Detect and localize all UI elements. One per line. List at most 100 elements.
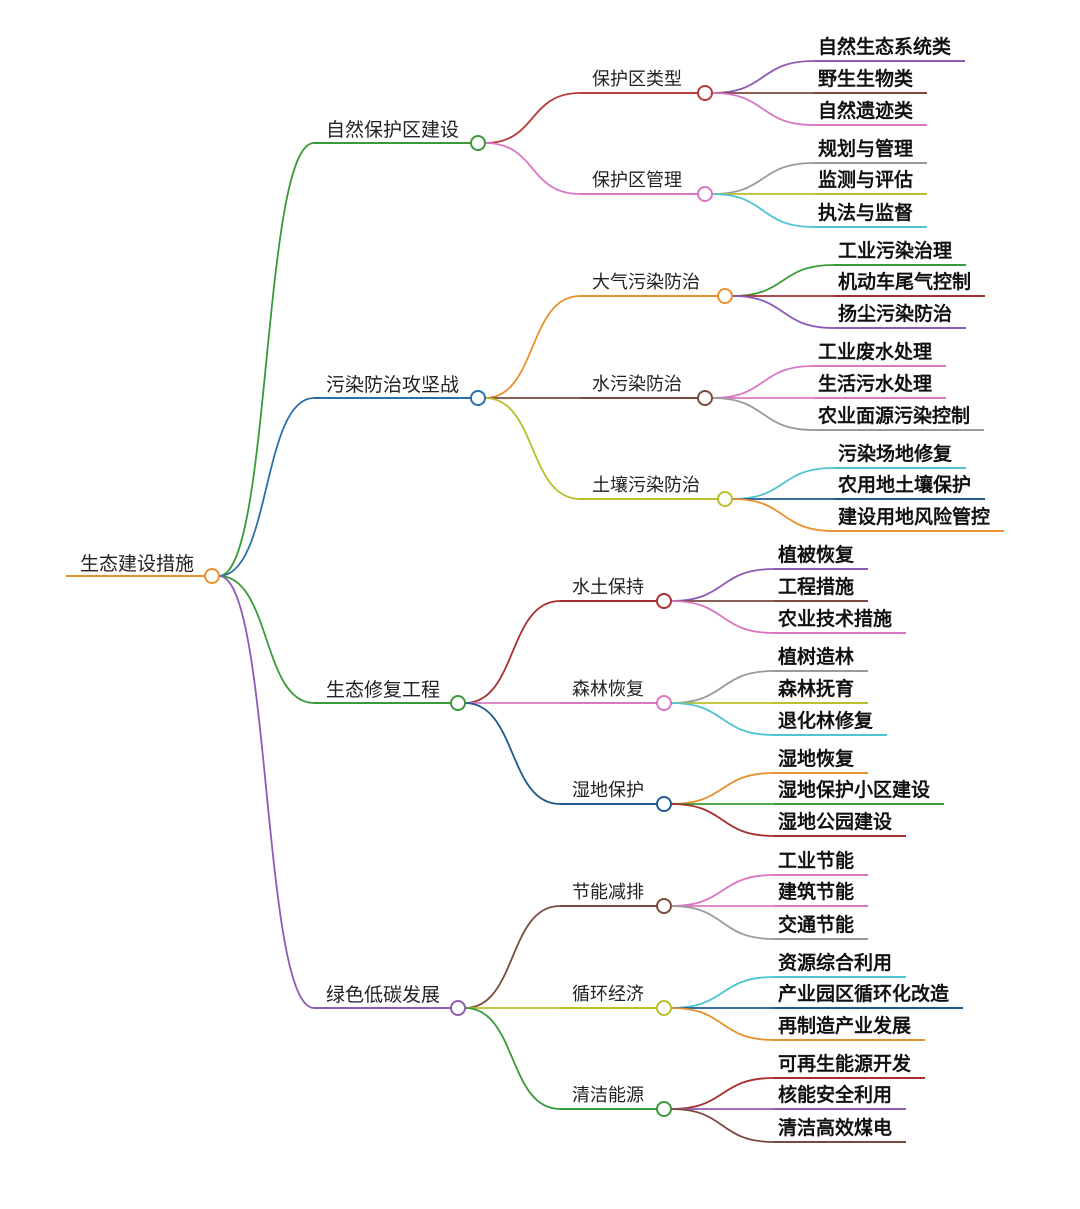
root-node-label: 生态建设措施 [80,553,194,575]
topic-node-label: 节能减排 [572,882,644,903]
edges-layer [66,60,1005,1143]
edge-topic-to-leaf [670,568,775,602]
leaf-node-label: 野生生物类 [818,67,913,90]
topic-node-label: 大气污染防治 [592,272,700,293]
leaf-node-label: 工程措施 [778,575,854,598]
edge-topic-to-leaf [670,600,775,634]
topic-node-toggle[interactable] [697,85,713,101]
branch-node-toggle[interactable] [450,1000,466,1016]
edge-topic-to-leaf [711,397,815,431]
branch-node-label: 污染防治攻坚战 [326,374,459,396]
leaf-node-label: 交通节能 [778,913,854,936]
leaf-node-label: 建设用地风险管控 [838,505,990,528]
topic-node-label: 水污染防治 [592,374,682,395]
leaf-node-label: 生活污水处理 [818,372,932,395]
edge-branch-to-topic [484,295,581,399]
edge-topic-to-leaf [731,498,835,532]
leaf-node-label: 森林抚育 [778,677,854,700]
topic-node-toggle[interactable] [656,796,672,812]
edge-branch-to-topic [484,92,581,144]
topic-node-label: 土壤污染防治 [592,475,700,496]
edge-topic-to-leaf [670,976,775,1009]
nodes-layer: 生态建设措施 自然保护区建设 保护区类型 自然生态系统类野生生物类自然遗迹类保护区管理… [80,35,990,1139]
leaf-node-label: 清洁高效煤电 [778,1116,892,1139]
leaf-node-label: 植被恢复 [778,543,855,566]
edge-topic-to-leaf [711,193,815,228]
edge-root-to-branch [218,575,315,1009]
edge-branch-to-topic [484,142,581,195]
leaf-node-label: 工业节能 [778,849,854,872]
topic-node-label: 森林恢复 [572,679,644,700]
edge-topic-to-leaf [670,670,775,704]
edge-topic-to-leaf [670,803,775,837]
leaf-node-label: 自然遗迹类 [818,99,913,122]
branch-node-label: 绿色低碳发展 [326,984,440,1006]
leaf-node-label: 植树造林 [778,645,854,668]
leaf-node-label: 扬尘污染防治 [838,302,952,325]
topic-node-toggle[interactable] [717,491,733,507]
edge-topic-to-leaf [711,365,815,399]
topic-node-toggle[interactable] [656,695,672,711]
edge-topic-to-leaf [731,467,835,500]
topic-node-label: 清洁能源 [572,1085,644,1106]
topic-node-label: 循环经济 [572,984,644,1005]
leaf-node-label: 再制造产业发展 [778,1014,911,1037]
edge-topic-to-leaf [670,1007,775,1041]
leaf-node-label: 规划与管理 [818,137,913,160]
edge-topic-to-leaf [670,1077,775,1110]
branch-node-toggle[interactable] [450,695,466,711]
root-node-toggle[interactable] [204,568,220,584]
leaf-node-label: 执法与监督 [818,201,913,224]
edge-topic-to-leaf [670,1108,775,1143]
leaf-node-label: 监测与评估 [818,168,913,191]
edge-root-to-branch [218,397,315,577]
leaf-node-label: 湿地保护小区建设 [778,778,930,801]
leaf-node-label: 农业技术措施 [777,607,892,630]
edge-topic-to-leaf [711,92,815,126]
edge-topic-to-leaf [731,295,835,329]
edge-root-to-branch [218,142,315,577]
leaf-node-label: 核能安全利用 [778,1083,892,1106]
topic-node-toggle[interactable] [656,1000,672,1016]
leaf-node-label: 机动车尾气控制 [838,270,971,293]
leaf-node-label: 资源综合利用 [778,951,892,974]
leaf-node-label: 湿地公园建设 [778,810,892,833]
topic-node-toggle[interactable] [656,898,672,914]
topic-node-label: 保护区管理 [592,170,682,191]
leaf-node-label: 工业废水处理 [818,340,932,363]
topic-node-label: 湿地保护 [572,780,644,801]
edge-topic-to-leaf [670,702,775,736]
topic-node-toggle[interactable] [697,186,713,202]
topic-node-toggle[interactable] [656,593,672,609]
topic-node-label: 保护区类型 [592,69,682,90]
topic-node-label: 水土保持 [572,577,644,598]
branch-node-toggle[interactable] [470,390,486,406]
leaf-node-label: 自然生态系统类 [818,35,951,58]
leaf-node-label: 工业污染治理 [838,239,952,262]
leaf-node-label: 农用地土壤保护 [837,473,971,496]
edge-branch-to-topic [464,600,561,704]
leaf-node-label: 湿地恢复 [778,747,855,770]
leaf-node-label: 产业园区循环化改造 [778,982,950,1005]
edge-topic-to-leaf [711,60,815,94]
leaf-node-label: 建筑节能 [778,880,854,903]
topic-node-toggle[interactable] [717,288,733,304]
branch-node-toggle[interactable] [470,135,486,151]
edge-topic-to-leaf [731,264,835,297]
edge-root-to-branch [218,575,315,704]
edge-branch-to-topic [464,702,561,805]
edge-topic-to-leaf [670,874,775,907]
leaf-node-label: 污染场地修复 [838,442,953,465]
topic-node-toggle[interactable] [697,390,713,406]
edge-topic-to-leaf [670,772,775,805]
edge-branch-to-topic [464,1007,561,1110]
edge-topic-to-leaf [670,905,775,940]
edge-topic-to-leaf [711,162,815,195]
topic-node-toggle[interactable] [656,1101,672,1117]
branch-node-label: 自然保护区建设 [326,119,459,141]
branch-node-label: 生态修复工程 [326,679,440,701]
edge-branch-to-topic [464,905,561,1009]
edge-branch-to-topic [484,397,581,500]
leaf-node-label: 退化林修复 [778,709,874,732]
